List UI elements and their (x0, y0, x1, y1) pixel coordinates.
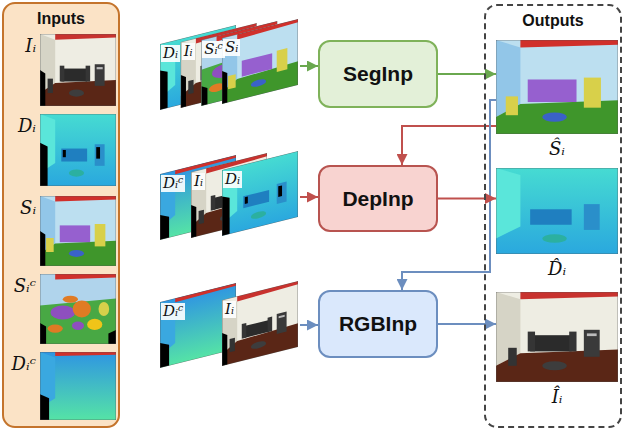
input-stack: DᵢIᵢ SᵢᶜSᵢ (156, 18, 302, 114)
input-stack: Dᵢᶜ Iᵢ (156, 276, 302, 374)
input-image: Sᵢ (40, 196, 116, 266)
image-label: Dᵢ (18, 116, 36, 136)
panel-title: Outputs (486, 12, 620, 30)
module-box: RGBInp (318, 290, 438, 358)
layer-stack (156, 148, 302, 246)
image-label: Îᵢ (496, 387, 618, 407)
scene-image (496, 40, 618, 134)
flow-arrow (438, 323, 496, 325)
layer-label: Dᵢᶜ (161, 175, 185, 192)
scene-image (40, 34, 116, 106)
image-label: Sᵢᶜ (14, 276, 36, 296)
scene-image (40, 352, 116, 420)
layer-label: Dᵢ (223, 171, 242, 188)
panel-title: Inputs (4, 10, 118, 28)
input-image: Sᵢᶜ (40, 274, 116, 344)
image-label: D̂ᵢ (496, 259, 618, 279)
scene-image (40, 196, 116, 266)
module-label: SegInp (343, 62, 413, 86)
flow-arrow (300, 65, 318, 67)
layer-stack (156, 276, 302, 374)
layer-label: Dᵢᶜ (161, 303, 185, 320)
flow-arrow (300, 196, 318, 198)
input-stack: Dᵢᶜ Iᵢ Dᵢ (156, 148, 302, 246)
layer-label: Sᵢ (223, 39, 240, 56)
output-image: Ŝᵢ (496, 40, 618, 134)
module-box: SegInp (318, 40, 438, 108)
layer-label: Iᵢ (223, 301, 236, 318)
layer-label: Dᵢ (161, 45, 180, 62)
input-image: Iᵢ (40, 34, 116, 106)
image-label: Dᵢᶜ (12, 354, 36, 374)
flow-arrow (438, 73, 496, 75)
module-label: RGBInp (339, 312, 417, 336)
scene-image (496, 292, 618, 382)
output-image: D̂ᵢ (496, 168, 618, 254)
module-box: DepInp (318, 165, 438, 232)
input-image: Dᵢᶜ (40, 352, 116, 420)
image-label: Iᵢ (25, 36, 36, 56)
layer-label: Iᵢ (182, 43, 195, 60)
input-panel: IᵢDᵢSᵢSᵢᶜDᵢᶜInputs (2, 2, 120, 428)
scene-image (40, 274, 116, 344)
input-image: Dᵢ (40, 114, 116, 186)
output-image: Îᵢ (496, 292, 618, 382)
scene-image (496, 168, 618, 254)
layer-label: Sᵢᶜ (202, 41, 225, 58)
image-label: Ŝᵢ (496, 139, 618, 159)
module-label: DepInp (342, 187, 413, 211)
scene-image (40, 114, 116, 186)
layer-stack (156, 18, 302, 114)
flow-arrow (402, 126, 496, 165)
layer-label: Iᵢ (192, 173, 205, 190)
flow-arrow (438, 198, 496, 200)
flow-arrow (300, 324, 318, 326)
image-label: Sᵢ (20, 198, 36, 218)
output-panel: ŜᵢD̂ᵢÎᵢ Outputs (484, 4, 622, 428)
